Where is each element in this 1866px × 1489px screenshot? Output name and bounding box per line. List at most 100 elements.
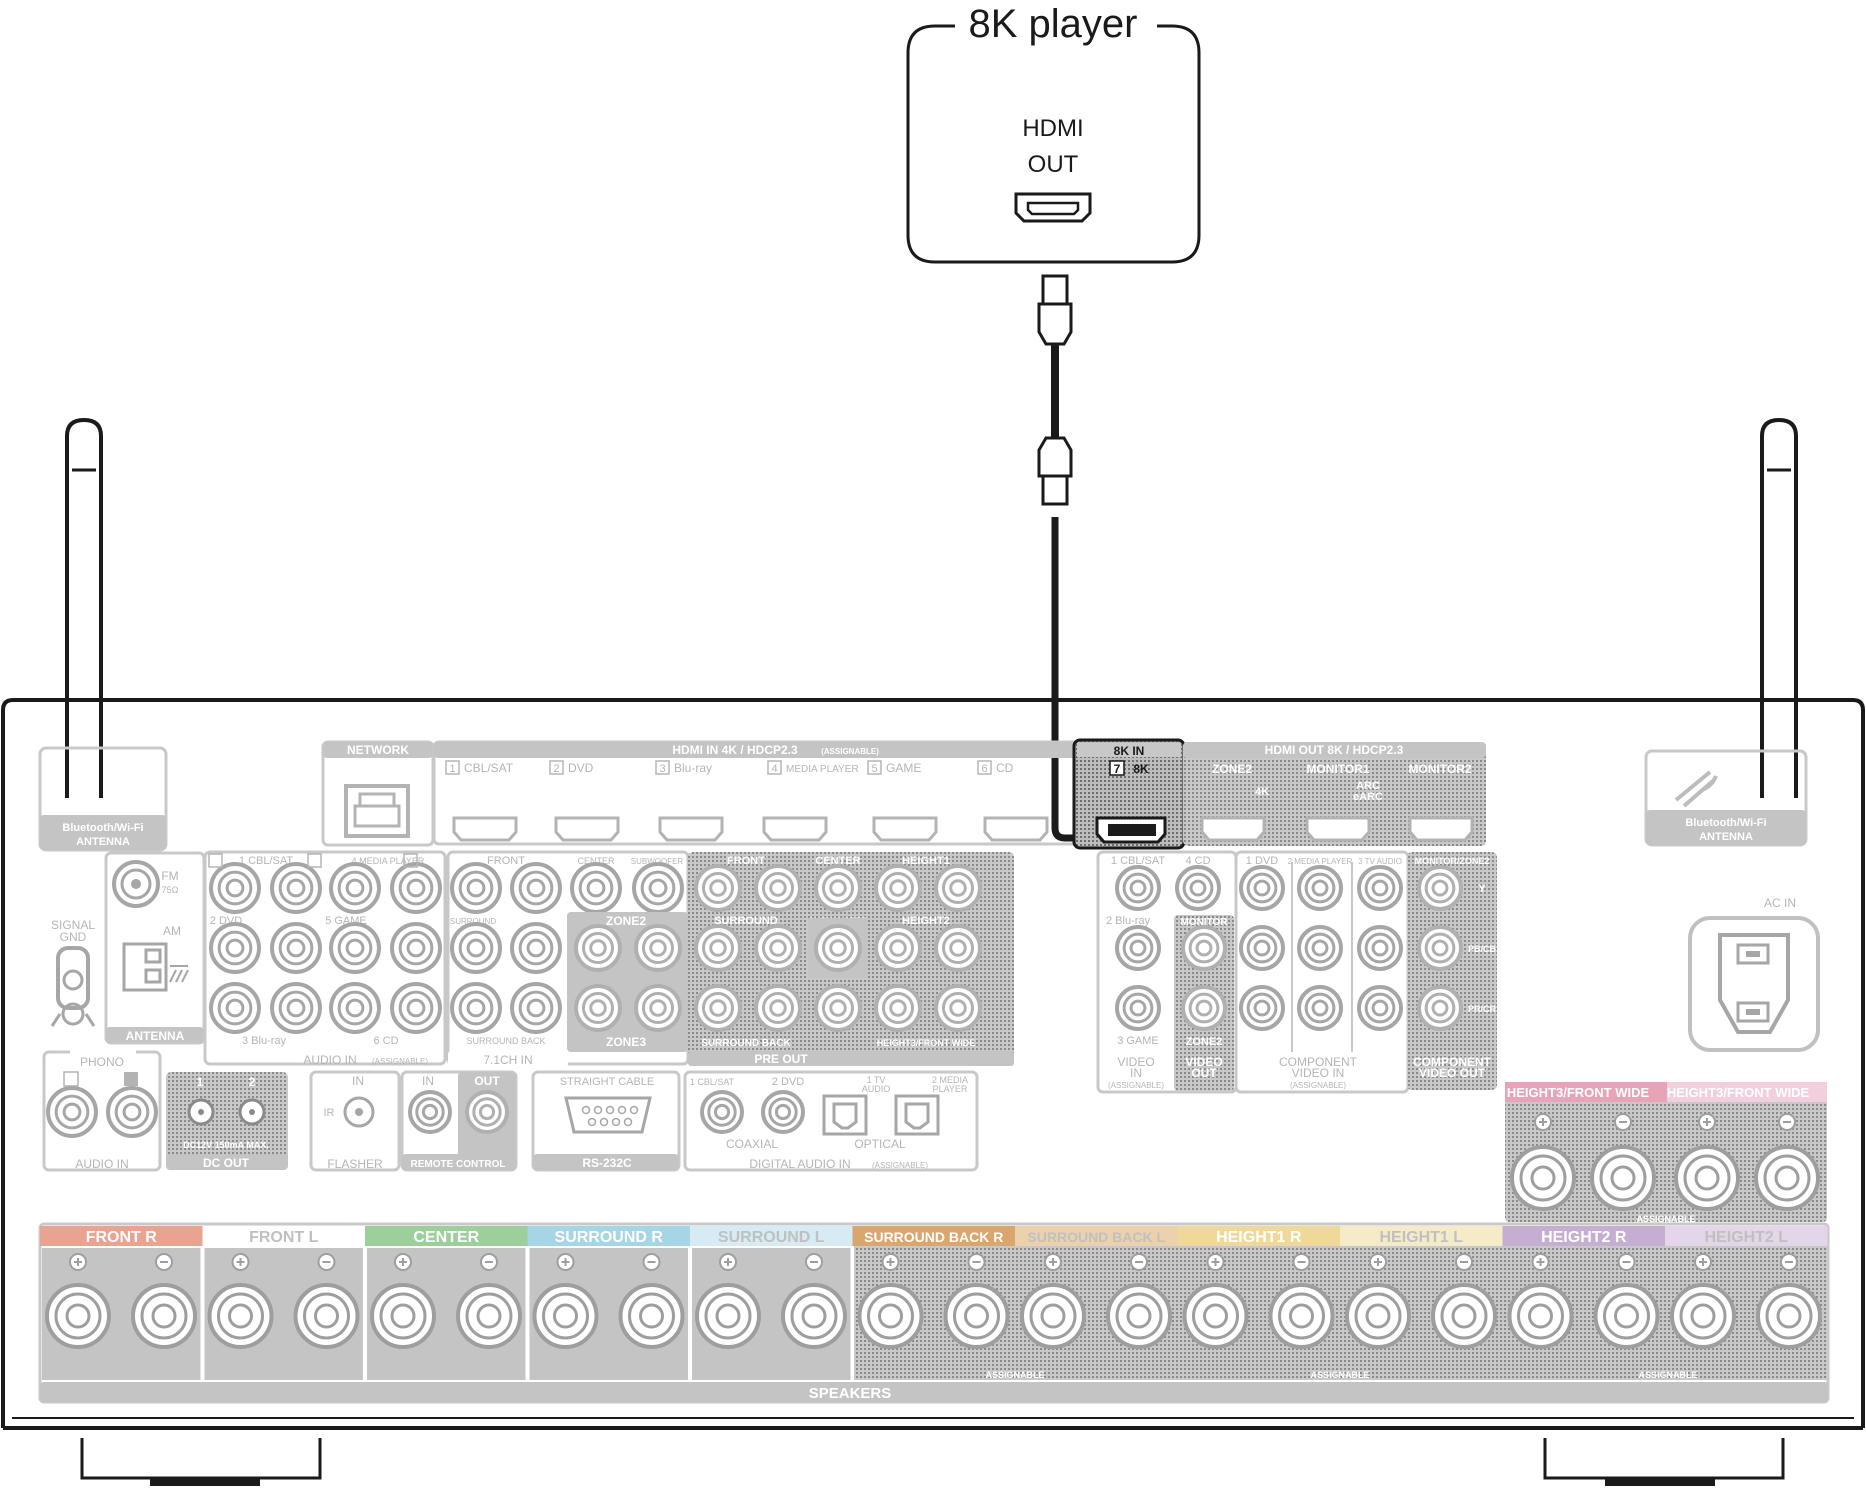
- component-in-jack[interactable]: [1357, 925, 1403, 971]
- pre-out-jack[interactable]: [874, 984, 922, 1032]
- speaker-terminal-minus[interactable]: [1106, 1283, 1172, 1349]
- speaker-terminal-plus[interactable]: [695, 1283, 761, 1349]
- flasher-in-jack[interactable]: [343, 1096, 375, 1128]
- audio-in-jack[interactable]: [209, 982, 261, 1034]
- speaker-terminal-minus[interactable]: [1756, 1283, 1822, 1349]
- pre-out-jack[interactable]: [814, 984, 862, 1032]
- fm-connector[interactable]: [112, 860, 160, 908]
- dc-out-1-jack[interactable]: [187, 1098, 215, 1126]
- hdmi-in-port-2[interactable]: [554, 816, 620, 842]
- ethernet-port[interactable]: [344, 784, 410, 838]
- 71ch-jack[interactable]: [632, 862, 684, 914]
- audio-in-jack[interactable]: [270, 982, 322, 1034]
- pre-out-jack[interactable]: [874, 864, 922, 912]
- hdmi-in-port-4[interactable]: [762, 816, 828, 842]
- remote-out-jack[interactable]: [465, 1090, 509, 1134]
- audio-in-jack[interactable]: [329, 862, 381, 914]
- component-in-jack[interactable]: [1239, 925, 1285, 971]
- audio-in-jack[interactable]: [209, 862, 261, 914]
- video-out-jack[interactable]: [1181, 985, 1227, 1031]
- 71ch-jack[interactable]: [450, 922, 502, 974]
- phono-jack[interactable]: [106, 1086, 158, 1138]
- height3-speaker-terminal[interactable]: [1510, 1145, 1576, 1211]
- component-in-jack[interactable]: [1297, 865, 1343, 911]
- audio-in-jack[interactable]: [329, 922, 381, 974]
- pre-out-jack[interactable]: [874, 924, 922, 972]
- zone-jack[interactable]: [574, 984, 622, 1032]
- remote-in-jack[interactable]: [408, 1090, 452, 1134]
- phono-jack[interactable]: [46, 1086, 98, 1138]
- speaker-terminal-minus[interactable]: [293, 1283, 360, 1349]
- player-hdmi-out-port[interactable]: [1014, 192, 1092, 223]
- component-in-jack[interactable]: [1297, 925, 1343, 971]
- speaker-terminal-minus[interactable]: [1268, 1283, 1335, 1349]
- audio-in-jack[interactable]: [390, 862, 442, 914]
- ac-in-socket[interactable]: [1688, 916, 1820, 1052]
- hdmi-in-port-6[interactable]: [983, 816, 1049, 842]
- speaker-terminal-plus[interactable]: [1345, 1283, 1411, 1349]
- audio-in-jack[interactable]: [270, 922, 322, 974]
- hdmi-out-monitor1-port[interactable]: [1305, 816, 1371, 842]
- audio-in-jack[interactable]: [329, 982, 381, 1034]
- speaker-terminal-minus[interactable]: [1593, 1283, 1660, 1349]
- hdmi-in-port-3[interactable]: [658, 816, 724, 842]
- pre-out-jack[interactable]: [934, 984, 982, 1032]
- height3-speaker-terminal[interactable]: [1674, 1145, 1740, 1211]
- speaker-terminal-plus[interactable]: [532, 1283, 599, 1349]
- speaker-terminal-minus[interactable]: [618, 1283, 685, 1349]
- pre-out-jack[interactable]: [754, 984, 802, 1032]
- audio-in-jack[interactable]: [270, 862, 322, 914]
- zone-jack[interactable]: [634, 984, 682, 1032]
- height3-speaker-terminal[interactable]: [1590, 1145, 1656, 1211]
- speaker-terminal-plus[interactable]: [1182, 1283, 1249, 1349]
- hdmi-in-port-1[interactable]: [452, 816, 518, 842]
- component-out-jack[interactable]: [1417, 925, 1463, 971]
- video-in-jack[interactable]: [1115, 985, 1161, 1031]
- component-out-jack[interactable]: [1417, 985, 1463, 1031]
- signal-gnd-terminal[interactable]: [50, 946, 96, 1027]
- pre-out-jack[interactable]: [694, 864, 742, 912]
- speaker-terminal-minus[interactable]: [943, 1283, 1010, 1349]
- 71ch-jack[interactable]: [450, 982, 502, 1034]
- speaker-terminal-minus[interactable]: [1431, 1283, 1497, 1349]
- component-in-jack[interactable]: [1239, 985, 1285, 1031]
- optical-mp-jack[interactable]: [894, 1094, 940, 1136]
- 71ch-jack[interactable]: [510, 862, 562, 914]
- component-in-jack[interactable]: [1297, 985, 1343, 1031]
- audio-in-jack[interactable]: [390, 922, 442, 974]
- 71ch-jack[interactable]: [450, 862, 502, 914]
- coaxial-dvd-jack[interactable]: [761, 1090, 805, 1134]
- pre-out-jack[interactable]: [694, 984, 742, 1032]
- rs232c-port[interactable]: [564, 1096, 652, 1134]
- zone-jack[interactable]: [634, 924, 682, 972]
- pre-out-jack[interactable]: [934, 924, 982, 972]
- audio-in-jack[interactable]: [390, 982, 442, 1034]
- speaker-terminal-plus[interactable]: [370, 1283, 436, 1349]
- pre-out-jack[interactable]: [694, 924, 742, 972]
- speaker-terminal-minus[interactable]: [456, 1283, 522, 1349]
- speaker-terminal-plus[interactable]: [207, 1283, 274, 1349]
- speaker-terminal-plus[interactable]: [857, 1283, 924, 1349]
- video-in-jack[interactable]: [1115, 865, 1161, 911]
- component-in-jack[interactable]: [1357, 865, 1403, 911]
- coaxial-cblsat-jack[interactable]: [700, 1090, 744, 1134]
- hdmi-out-monitor2-port[interactable]: [1408, 816, 1474, 842]
- optical-tv-jack[interactable]: [822, 1094, 868, 1136]
- video-in-jack[interactable]: [1175, 865, 1221, 911]
- audio-in-jack[interactable]: [209, 922, 261, 974]
- hdmi-in-port-5[interactable]: [872, 816, 938, 842]
- dc-out-2-jack[interactable]: [238, 1098, 266, 1126]
- pre-out-jack[interactable]: [934, 864, 982, 912]
- pre-out-jack[interactable]: [754, 864, 802, 912]
- zone-jack[interactable]: [574, 924, 622, 972]
- component-out-jack[interactable]: [1417, 865, 1463, 911]
- speaker-terminal-plus[interactable]: [45, 1283, 111, 1349]
- pre-out-subwoofer-jack[interactable]: [814, 924, 862, 972]
- 71ch-jack[interactable]: [510, 982, 562, 1034]
- hdmi-out-zone2-port[interactable]: [1200, 816, 1266, 842]
- component-in-jack[interactable]: [1357, 985, 1403, 1031]
- speaker-terminal-minus[interactable]: [781, 1283, 847, 1349]
- component-in-jack[interactable]: [1239, 865, 1285, 911]
- speaker-terminal-plus[interactable]: [1670, 1283, 1736, 1349]
- pre-out-jack[interactable]: [754, 924, 802, 972]
